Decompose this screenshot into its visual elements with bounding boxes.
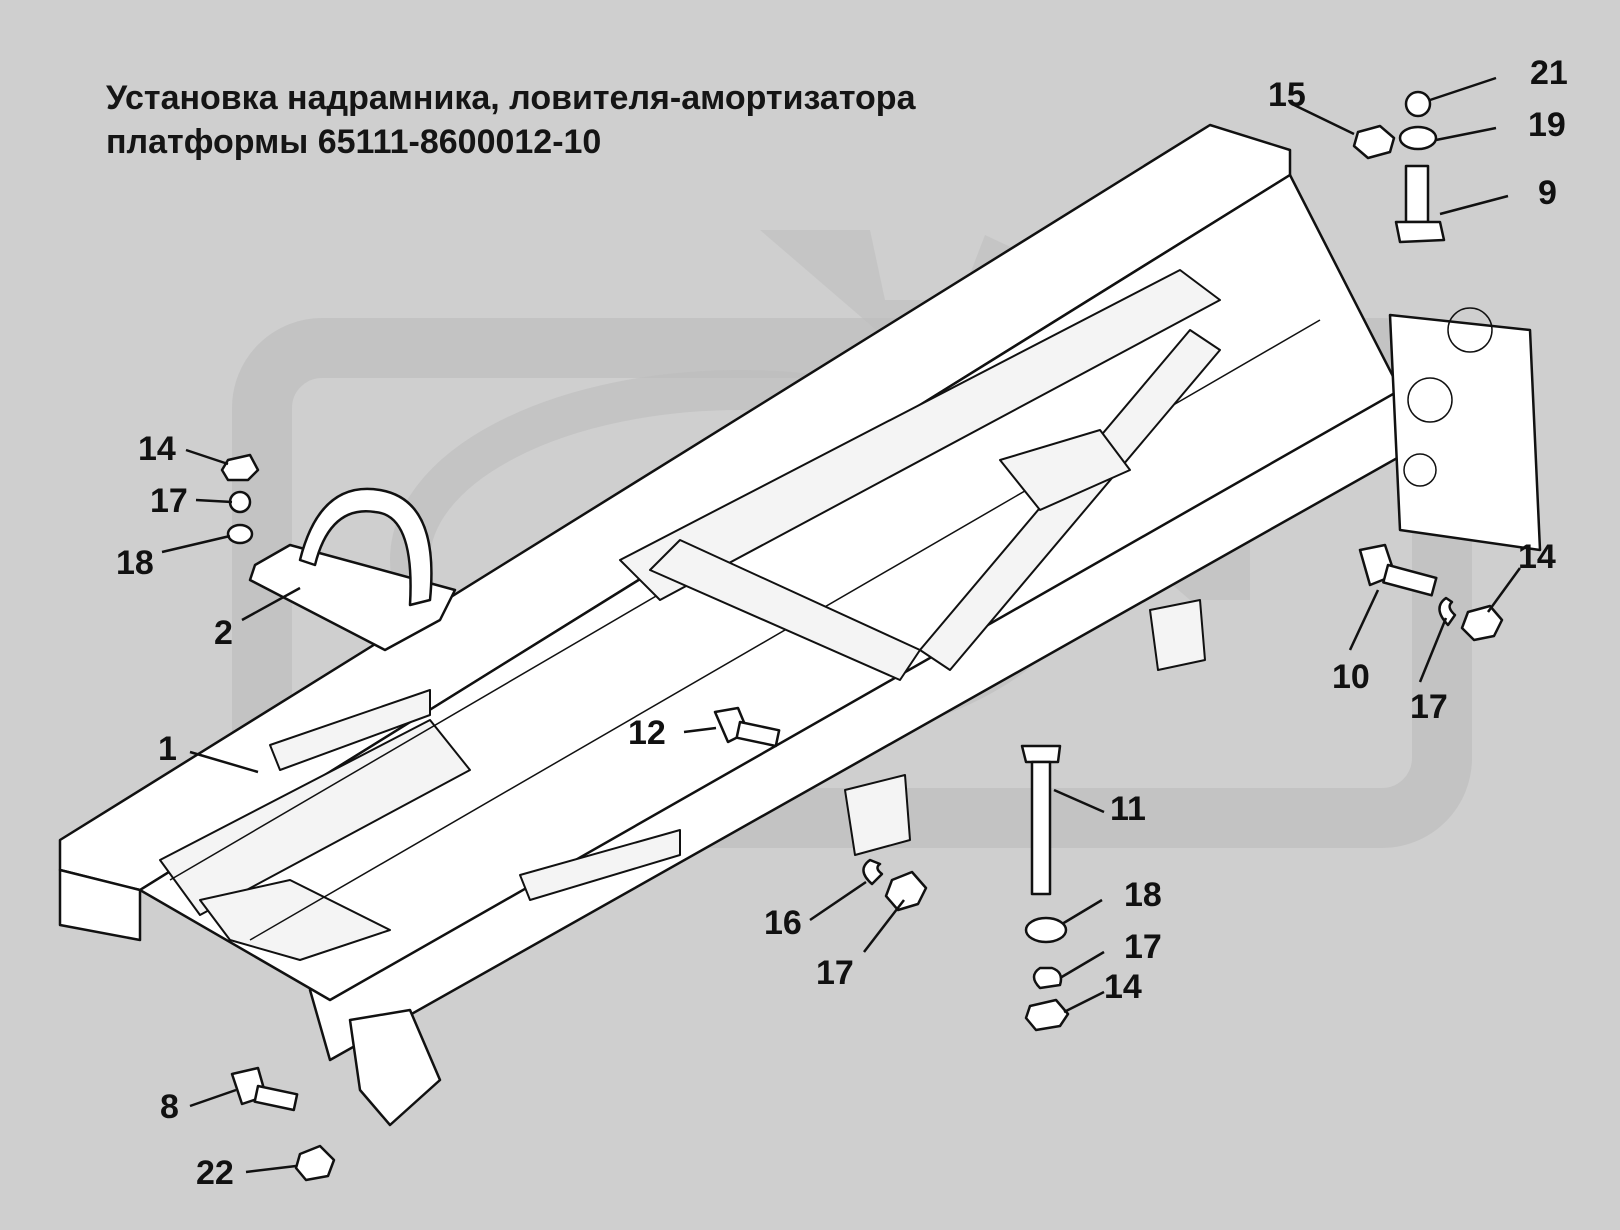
nut-22	[294, 1144, 336, 1182]
bolt-9	[1394, 164, 1446, 244]
callout-10: 10	[1332, 658, 1370, 696]
washer-17d	[1032, 966, 1063, 990]
loose-fasteners	[220, 90, 1504, 1182]
callout-17-b: 17	[1410, 688, 1448, 726]
title-line-1: Установка надрамника, ловителя-амортизат…	[106, 79, 916, 117]
leader-lines	[161, 76, 1522, 1174]
callout-21: 21	[1530, 54, 1568, 92]
callout-1: 1	[158, 730, 177, 768]
washer-18a	[226, 523, 254, 545]
callout-18-b: 18	[1124, 876, 1162, 914]
nut-14b	[1460, 604, 1504, 642]
washer-19	[1398, 125, 1438, 151]
saddle-bracket	[248, 487, 457, 652]
nut-17c	[884, 870, 928, 912]
washer-21	[1404, 90, 1432, 118]
nut-15	[1352, 124, 1396, 160]
callout-12: 12	[628, 714, 666, 752]
callout-22: 22	[196, 1154, 234, 1192]
callout-17-a: 17	[150, 482, 188, 520]
drawing-title: Установка надрамника, ловителя-амортизат…	[106, 76, 915, 164]
callout-14-c: 14	[1104, 968, 1142, 1006]
washer-17a	[228, 490, 252, 514]
callout-11: 11	[1110, 790, 1146, 828]
callout-14-b: 14	[1518, 538, 1556, 576]
callout-19: 19	[1528, 106, 1566, 144]
nut-14a	[220, 453, 260, 482]
callout-14-a: 14	[138, 430, 176, 468]
bolt-11	[1020, 744, 1062, 896]
washer-16	[862, 858, 884, 886]
washer-17b	[1438, 596, 1457, 627]
callout-9: 9	[1538, 174, 1557, 212]
title-line-2: платформы 65111-8600012-10	[106, 123, 602, 161]
callout-2: 2	[214, 614, 233, 652]
callout-8: 8	[160, 1088, 179, 1126]
washer-18b	[1024, 916, 1068, 944]
callout-labels: 21 15 19 9 14 17 18 2 14 10 17 12 1 11 1…	[116, 54, 1568, 1192]
callout-17-d: 17	[1124, 928, 1162, 966]
bolt-10	[1358, 543, 1438, 597]
callout-17-c: 17	[816, 954, 854, 992]
nut-14c	[1024, 998, 1070, 1032]
callout-16: 16	[764, 904, 802, 942]
subframe	[58, 123, 1542, 1127]
callout-18-a: 18	[116, 544, 154, 582]
callout-15: 15	[1268, 76, 1306, 114]
bolt-12	[713, 706, 781, 748]
bolt-8	[230, 1066, 299, 1112]
